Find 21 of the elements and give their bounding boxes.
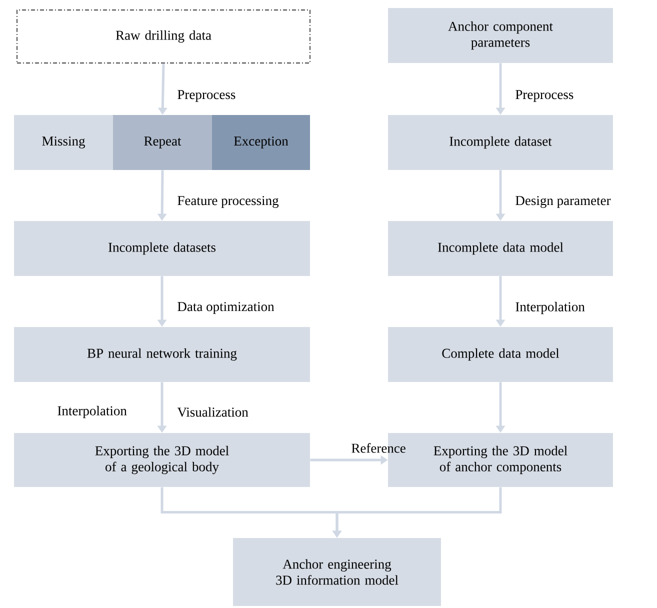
process-box: Anchor engineering 3D information model <box>233 538 441 606</box>
process-box: Repeat <box>113 115 212 170</box>
annotation-text: Interpolation <box>58 406 127 418</box>
process-box: Exception <box>212 115 310 170</box>
process-box: BP neural network training <box>14 327 310 382</box>
edge-label: Preprocess <box>516 90 574 102</box>
process-box: Incomplete datasets <box>14 221 310 276</box>
edge-label: Interpolation <box>516 302 585 314</box>
process-box: Incomplete data model <box>388 221 613 276</box>
process-box: Exporting the 3D model of a geological body <box>14 433 310 487</box>
process-box: Anchor component parameters <box>388 8 613 63</box>
edge-label: Reference <box>352 443 406 453</box>
edge-label: Data optimization <box>178 302 274 314</box>
edge-label: Feature processing <box>178 196 279 208</box>
process-box: Missing <box>14 115 113 170</box>
process-box: Incomplete dataset <box>388 115 613 170</box>
dashed-box: Raw drilling data <box>16 10 310 64</box>
process-box: Complete data model <box>388 327 613 382</box>
edge-label: Preprocess <box>178 90 236 102</box>
edge-label: Visualization <box>177 407 248 417</box>
edge-label: Design parameter <box>516 196 611 208</box>
